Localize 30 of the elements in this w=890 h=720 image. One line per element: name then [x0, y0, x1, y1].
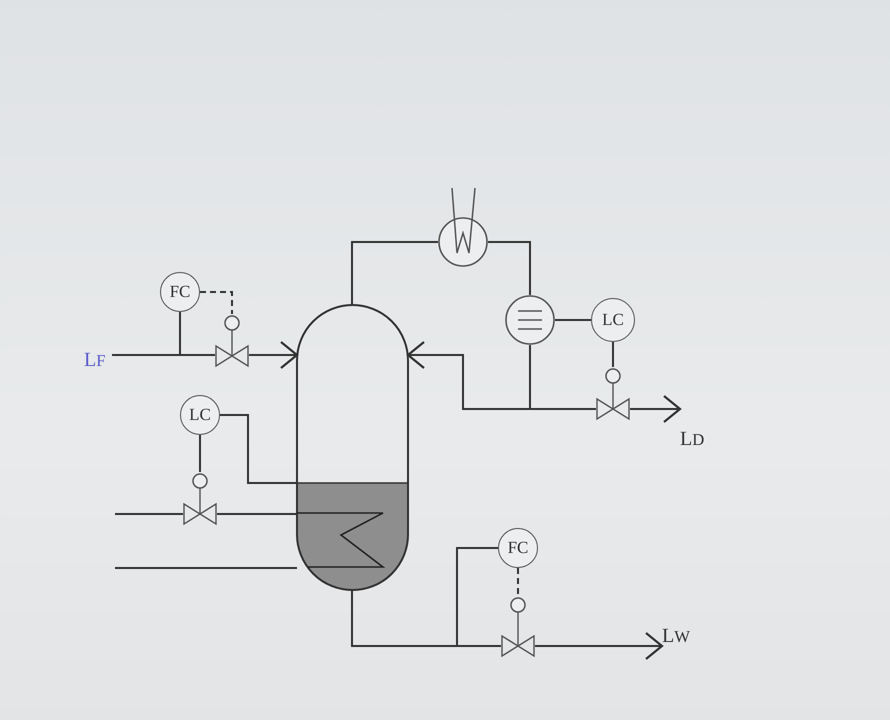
- control-valve: [596, 367, 630, 420]
- pipe-line: [179, 312, 181, 355]
- pipe-line: [612, 342, 614, 367]
- pipe-line: [115, 513, 183, 515]
- pipe-line: [220, 414, 297, 484]
- pipe-line: [630, 394, 682, 424]
- distillation-column: [297, 305, 408, 590]
- instrument-bubble: FC: [498, 528, 538, 568]
- pipe-line: [217, 513, 297, 515]
- pipe-line: [555, 319, 591, 321]
- control-valve: [183, 472, 217, 525]
- pipe-line: [351, 590, 501, 647]
- pipe-line: [115, 567, 297, 569]
- pipe-line: [249, 340, 298, 370]
- control-valve: [501, 596, 535, 657]
- condenser: [438, 186, 488, 267]
- signal-line: [200, 291, 233, 314]
- instrument-bubble: FC: [160, 272, 200, 312]
- pipe-line: [199, 435, 201, 472]
- control-valve: [215, 314, 249, 367]
- instrument-bubble: LC: [591, 298, 635, 342]
- instrument-bubble: LC: [180, 395, 220, 435]
- signal-line: [517, 568, 519, 596]
- pipe-line: [112, 354, 215, 356]
- pipe-line: [406, 340, 531, 410]
- reflux-drum: [505, 295, 555, 345]
- pipe-line: [456, 547, 498, 646]
- pipe-line: [535, 632, 664, 660]
- pipe-line: [488, 241, 531, 295]
- pipe-line: [351, 241, 438, 305]
